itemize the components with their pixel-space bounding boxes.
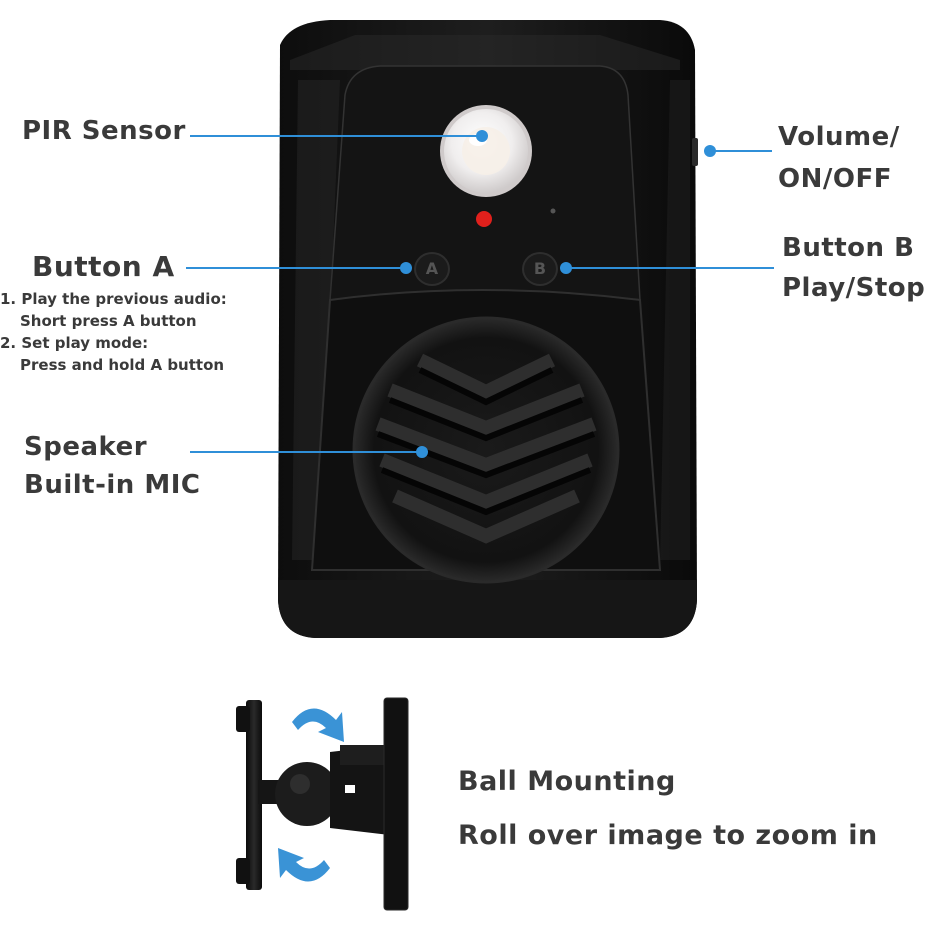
button-b[interactable]: B [522,252,558,286]
button-a-notes: 1. Play the previous audio: Short press … [0,288,227,376]
status-led [476,211,492,227]
button-a-glyph: A [425,259,439,278]
button-b-label-line1: Button B [782,233,915,263]
button-b-callout-dot [560,262,572,274]
ball-mount-illustration [236,697,409,911]
pir-sensor-label: PIR Sensor [22,116,186,146]
button-b-glyph: B [533,259,547,278]
speaker-grille [352,316,620,584]
note-line-3: 2. Set play mode: [0,334,149,352]
speaker-label: Speaker Built-in MIC [24,428,200,504]
volume-label-line2: ON/OFF [778,164,892,194]
speaker-label-line2: Built-in MIC [24,470,201,500]
button-a-callout-dot [400,262,412,274]
ball-mounting-label: Ball Mounting [458,766,676,797]
note-line-4: Press and hold A button [20,356,225,374]
mic-hole [550,208,556,214]
button-a-label: Button A [32,250,175,283]
note-line-1: 1. Play the previous audio: [0,290,227,308]
speaker-label-line1: Speaker [24,432,148,462]
callout-lines [186,135,774,453]
button-a[interactable]: A [414,252,450,286]
rotate-arrow-bottom [278,848,330,882]
rotate-arrow-top [292,708,344,742]
pir-sensor-dome [440,105,532,197]
volume-label-line1: Volume/ [778,122,900,152]
speaker-callout-dot [416,446,428,458]
button-b-label: Button B Play/Stop [782,228,925,308]
pir-callout-dot [476,130,488,142]
note-line-2: Short press A button [20,312,197,330]
volume-callout-dot [704,145,716,157]
volume-label: Volume/ ON/OFF [778,116,900,200]
button-b-label-line2: Play/Stop [782,273,926,303]
zoom-hint-label: Roll over image to zoom in [458,820,878,851]
